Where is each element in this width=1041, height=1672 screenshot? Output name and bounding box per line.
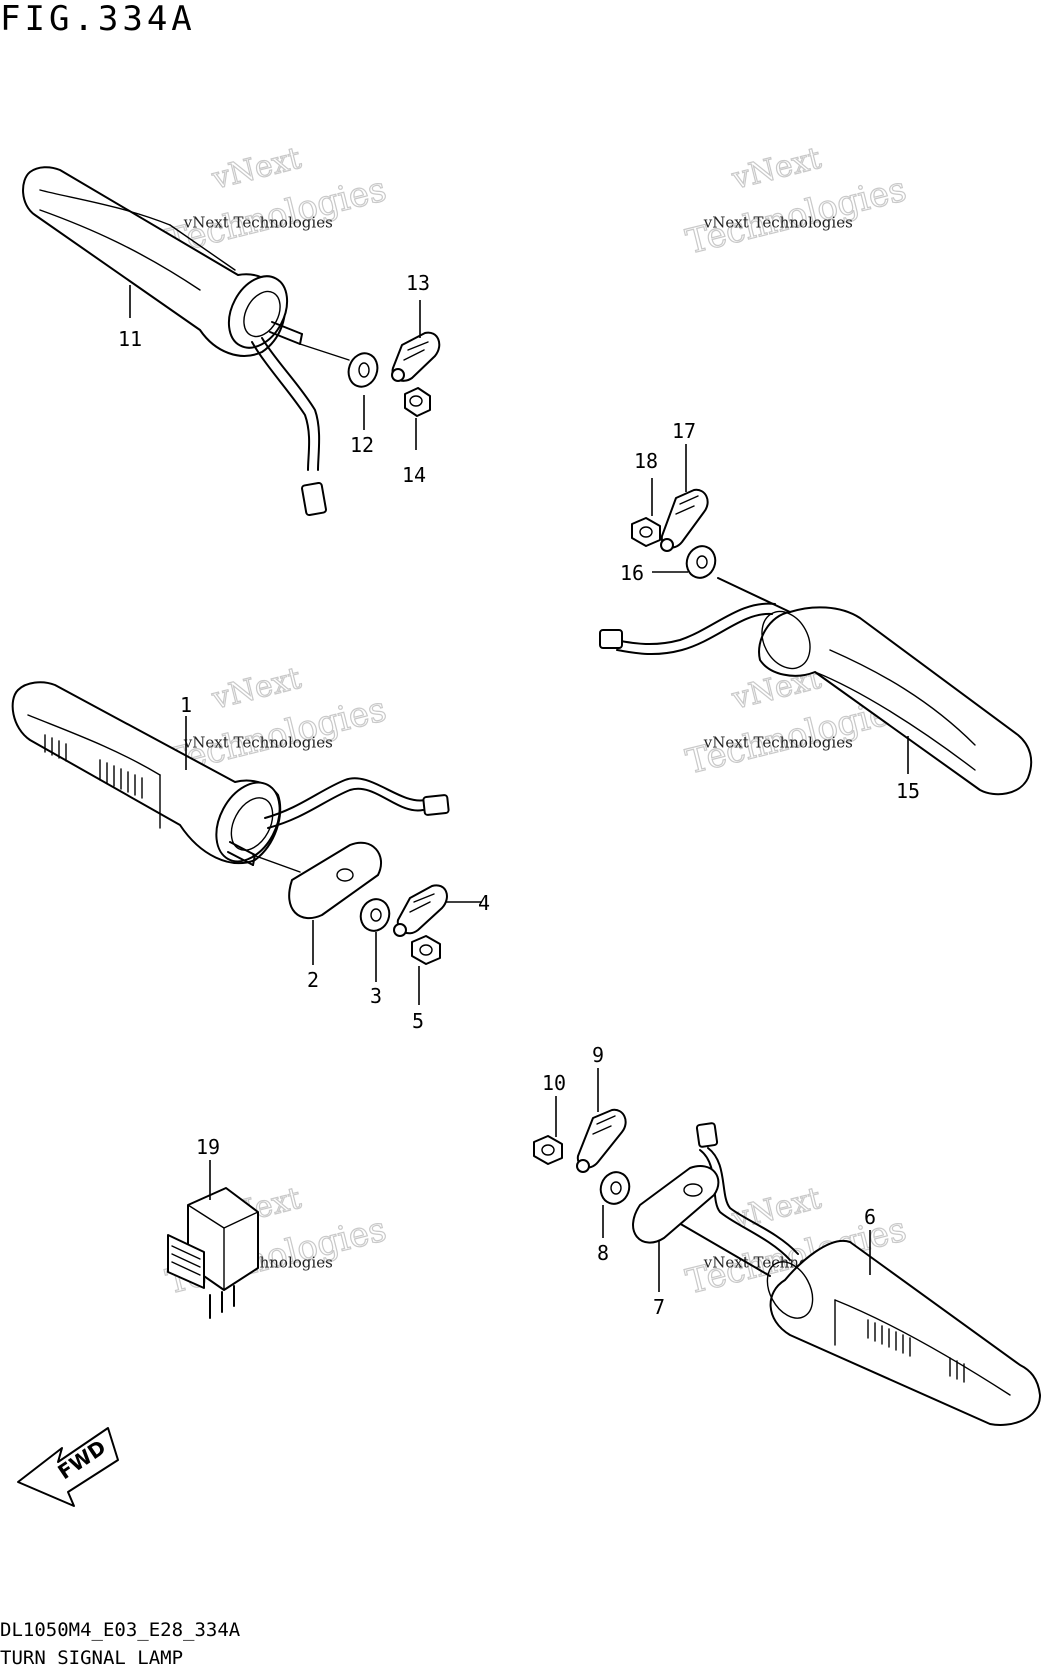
callout-12: 12 — [350, 433, 374, 457]
svg-text:vNext: vNext — [208, 661, 305, 717]
watermark-2: vNext Technologies vNext Technologies — [682, 140, 911, 263]
callout-16: 16 — [620, 561, 644, 585]
clip-part-9 — [576, 1108, 627, 1173]
nut-part-10 — [533, 1135, 563, 1165]
washer-part-3 — [359, 898, 391, 932]
callout-9: 9 — [592, 1043, 604, 1067]
callout-18: 18 — [634, 449, 658, 473]
clip-part-17 — [660, 488, 709, 552]
callout-3: 3 — [370, 984, 382, 1008]
figure-title: FIG.334A — [0, 0, 196, 39]
callout-17: 17 — [672, 419, 696, 443]
callout-11: 11 — [118, 327, 142, 351]
figure-code: DL1050M4_E03_E28_334A — [0, 1619, 241, 1641]
lens-ribs-6 — [867, 1319, 965, 1383]
nut-part-5 — [411, 935, 441, 965]
washer-part-8 — [599, 1171, 631, 1205]
lamp-part-6 — [659, 1122, 1041, 1426]
callout-7: 7 — [653, 1295, 665, 1319]
lamp-part-1 — [11, 681, 450, 866]
callout-14: 14 — [402, 463, 426, 487]
leader-lines — [129, 285, 909, 1292]
callout-5: 5 — [412, 1009, 424, 1033]
svg-text:vNext: vNext — [728, 1181, 825, 1237]
svg-text:vNext: vNext — [728, 141, 825, 197]
gasket-part-7 — [632, 1165, 720, 1244]
fwd-arrow: FWD — [17, 1427, 119, 1507]
callout-1: 1 — [180, 693, 192, 717]
callout-2: 2 — [307, 968, 319, 992]
gasket-part-2 — [252, 841, 383, 920]
lamp-part-15 — [599, 577, 1033, 796]
washer-part-12 — [299, 343, 379, 388]
svg-text:vNext Technologies: vNext Technologies — [183, 214, 333, 232]
svg-text:vNext Technologies: vNext Technologies — [183, 734, 333, 752]
lens-ribs-1 — [44, 734, 143, 799]
callout-4: 4 — [478, 891, 490, 915]
washer-part-16 — [685, 545, 717, 579]
callouts: 11 12 13 14 17 18 16 1 15 2 3 5 4 6 7 8 … — [118, 271, 920, 1319]
callout-10: 10 — [542, 1071, 566, 1095]
callout-8: 8 — [597, 1241, 609, 1265]
callout-19: 19 — [196, 1135, 220, 1159]
clip-part-13 — [391, 331, 441, 382]
callout-13: 13 — [406, 271, 430, 295]
figure-name: TURN SIGNAL LAMP — [0, 1647, 183, 1669]
svg-text:vNext Technologies: vNext Technologies — [703, 214, 853, 232]
watermark-5: vNext Technologies vNext Technologies — [162, 1180, 391, 1303]
lamp-part-11 — [22, 166, 327, 517]
svg-text:vNext: vNext — [208, 141, 305, 197]
relay-part-19 — [167, 1187, 259, 1319]
nut-part-18 — [631, 517, 661, 547]
clip-part-4 — [393, 884, 448, 937]
callout-6: 6 — [864, 1205, 876, 1229]
svg-text:vNext Technologies: vNext Technologies — [703, 734, 853, 752]
nut-part-14 — [404, 387, 431, 417]
callout-15: 15 — [896, 779, 920, 803]
